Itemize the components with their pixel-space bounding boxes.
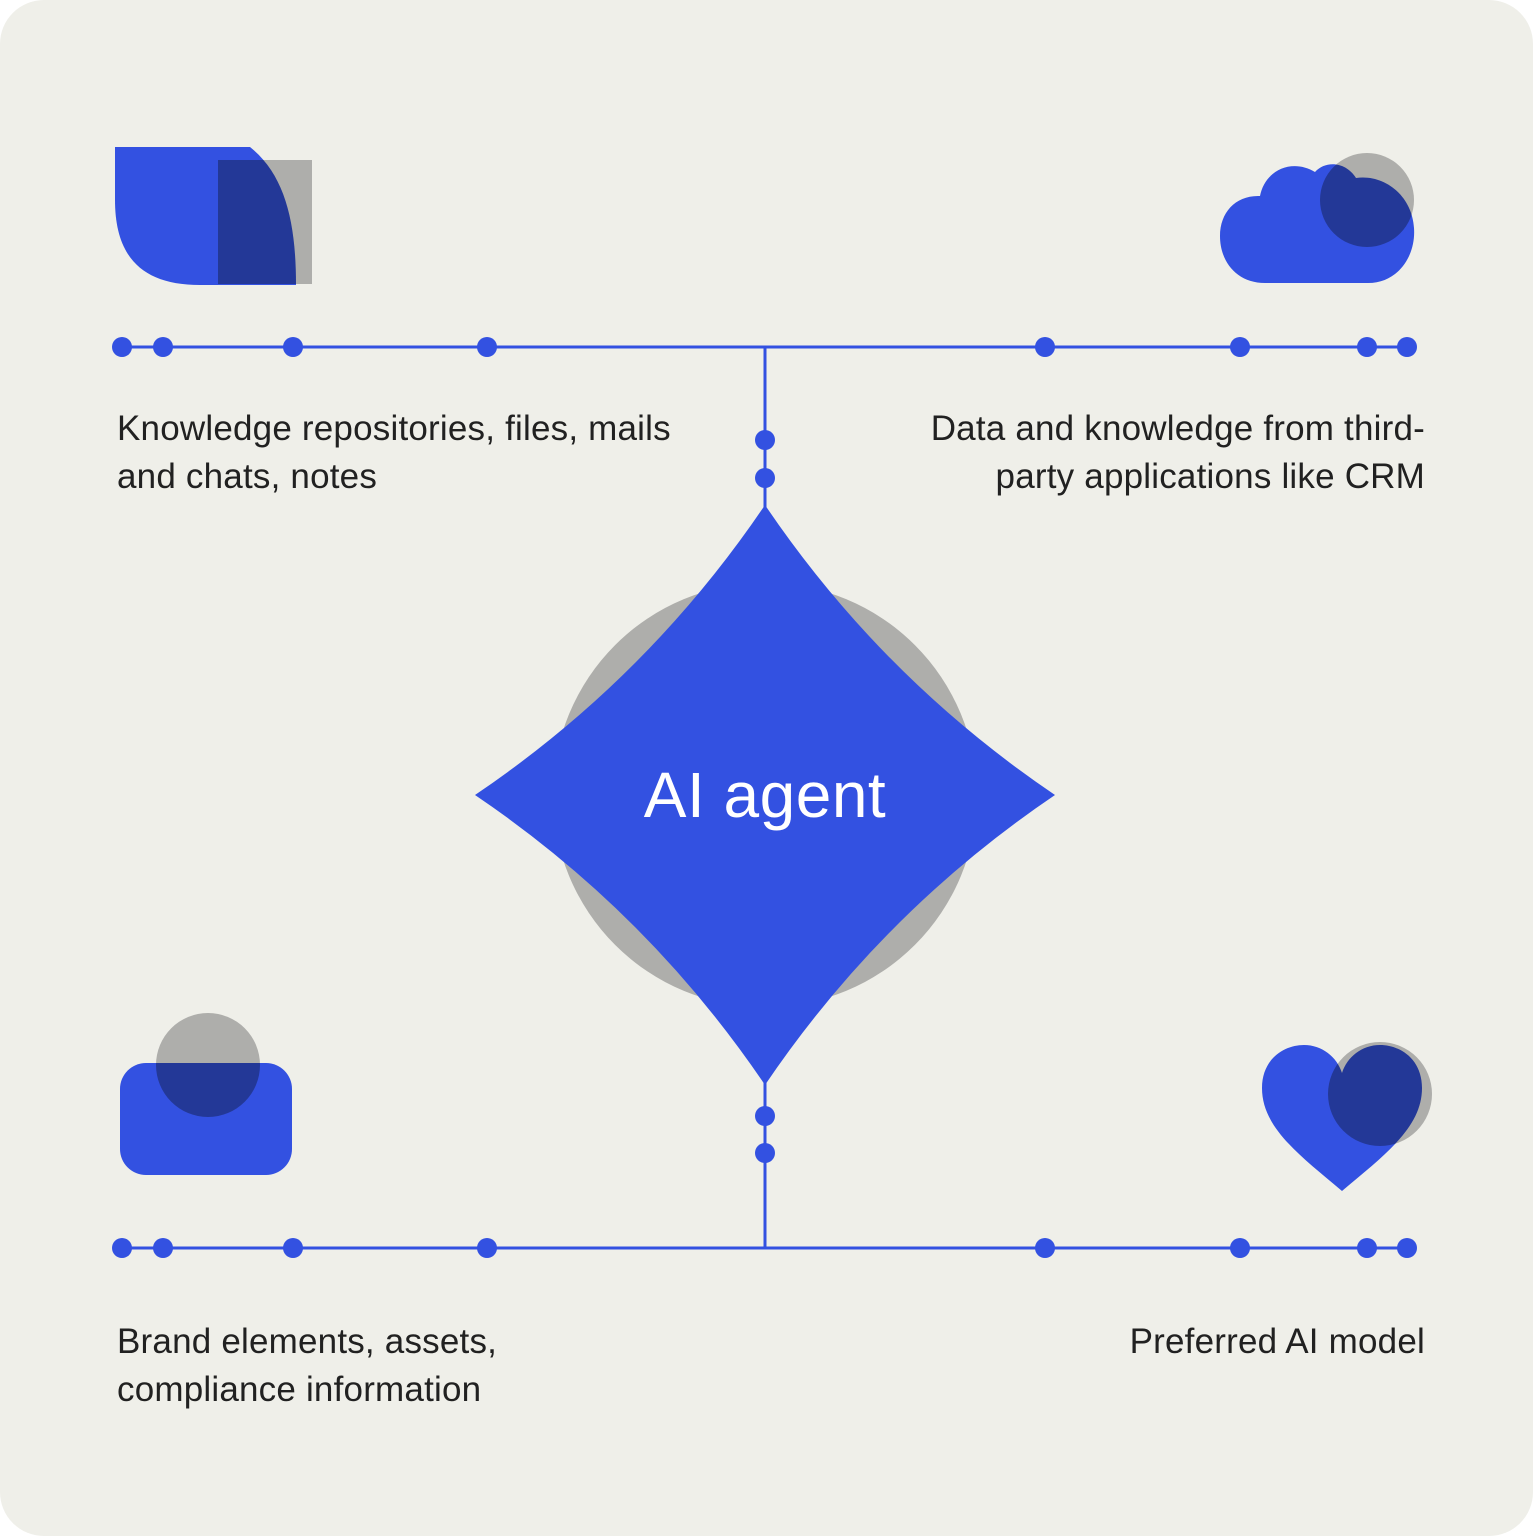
label-bottom-right: Preferred AI model	[1129, 1322, 1425, 1361]
heart-icon	[1262, 1042, 1432, 1191]
badge-blue-rect	[120, 1063, 292, 1175]
label-top-left: Knowledge repositories, files, mails and…	[117, 409, 671, 496]
heart-blue-shape	[1262, 1045, 1422, 1191]
leaf-document-blue-shape	[115, 147, 296, 285]
cloud-icon	[1220, 153, 1415, 283]
center-node-label: AI agent	[643, 759, 887, 831]
label-bottom-left: Brand elements, assets, compliance infor…	[117, 1322, 498, 1409]
leaf-document-icon	[115, 147, 312, 285]
label-top-right: Data and knowledge from third-party appl…	[930, 409, 1425, 496]
cloud-blue-shape	[1220, 164, 1415, 283]
badge-card-icon	[120, 1013, 292, 1175]
